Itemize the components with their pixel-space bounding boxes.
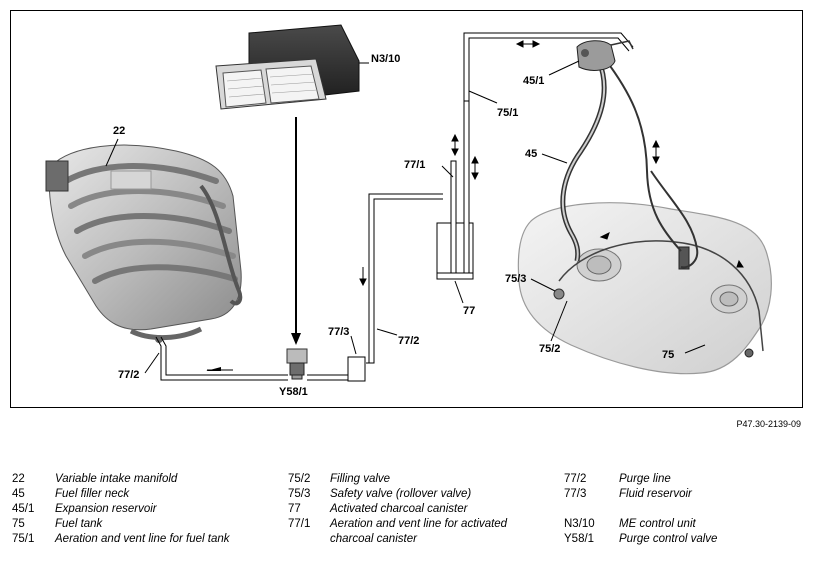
leader-22 (105, 138, 119, 167)
legend-text: Expansion reservoir (55, 503, 157, 515)
legend-code: N3/10 (564, 518, 595, 530)
expansion-reservoir (576, 40, 634, 71)
diagram-frame: N3/10 45/1 75/1 45 22 77/1 77 75/3 75/2 … (10, 10, 803, 408)
label-y58-1: Y58/1 (279, 386, 308, 398)
label-77-2-left: 77/2 (118, 369, 140, 381)
legend-text: Aeration and vent line for activated (330, 518, 508, 530)
label-77: 77 (463, 305, 476, 317)
label-22: 22 (113, 125, 126, 137)
label-77-1: 77/1 (404, 159, 426, 171)
tank-flow-arrows (599, 232, 744, 268)
legend-text: Fluid reservoir (619, 488, 692, 500)
legend-text: ME control unit (619, 518, 696, 530)
label-75: 75 (662, 349, 675, 361)
legend-code: 75/1 (12, 533, 35, 545)
legend-code: 75/3 (288, 488, 311, 500)
filler-neck-arrow (652, 139, 660, 165)
intake-manifold (45, 144, 243, 343)
legend-text: Purge control valve (619, 533, 718, 545)
label-n3-10: N3/10 (371, 53, 401, 65)
vent-direction-arrows (359, 133, 479, 287)
leader-77 (454, 280, 464, 304)
legend-code: 77/1 (288, 518, 311, 530)
vent-line-arrow (515, 40, 541, 48)
label-77-2-right: 77/2 (398, 335, 420, 347)
legend-text: Purge line (619, 473, 671, 485)
fluid-reservoir (347, 356, 366, 382)
legend-text: Fuel tank (55, 518, 103, 530)
legend-text: Fuel filler neck (55, 488, 130, 500)
purge-control-valve (286, 348, 308, 380)
charcoal-canister (436, 100, 474, 280)
label-45-1: 45/1 (523, 75, 545, 87)
legend-text: Filling valve (330, 473, 391, 485)
legend-code: 77/2 (564, 473, 587, 485)
figure-reference: P47.30-2139-09 (736, 419, 801, 429)
legend-code: 45 (12, 488, 25, 500)
label-45: 45 (525, 148, 538, 160)
fuel-tank (517, 202, 772, 375)
legend-code: 75/2 (288, 473, 311, 485)
me-control-unit (215, 24, 360, 110)
legend-code: 22 (12, 473, 25, 485)
legend-text: Variable intake manifold (55, 473, 178, 485)
legend-code: 77/3 (564, 488, 587, 500)
label-75-3: 75/3 (505, 273, 527, 285)
leaders-right (144, 60, 706, 374)
legend-code: 77 (288, 503, 301, 515)
legend-text: Aeration and vent line for fuel tank (55, 533, 230, 545)
legend-text: Safety valve (rollover valve) (330, 488, 472, 500)
legend-text: Activated charcoal canister (330, 503, 468, 515)
legend-text: charcoal canister (330, 533, 417, 545)
label-77-3: 77/3 (328, 326, 350, 338)
label-75-2: 75/2 (539, 343, 561, 355)
vent-line-fuel-tank (463, 32, 634, 101)
fuel-evaporation-diagram (45, 24, 772, 382)
legend-code: 75 (12, 518, 25, 530)
purge-line (155, 193, 443, 381)
label-75-1: 75/1 (497, 107, 519, 119)
legend-code: Y58/1 (564, 533, 595, 545)
legend-code: 45/1 (12, 503, 35, 515)
fuel-filler-neck (560, 58, 699, 269)
control-signal-arrow (291, 333, 301, 345)
